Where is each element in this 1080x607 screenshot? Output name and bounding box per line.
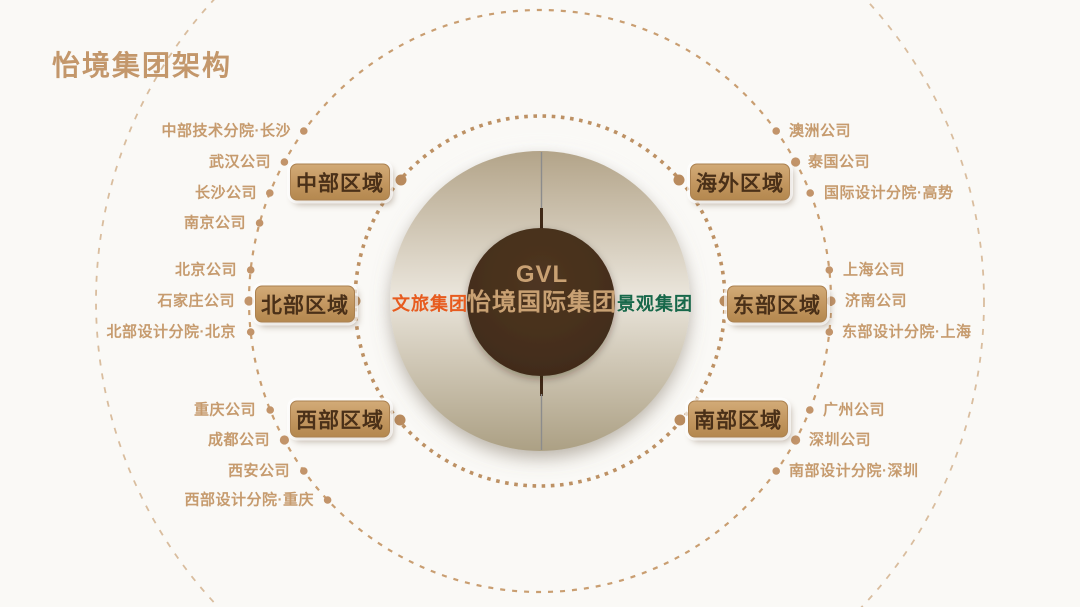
region-box-west: 西部区域 — [290, 400, 390, 438]
company-label: 武汉公司 — [208, 153, 271, 171]
company-dot — [791, 435, 801, 445]
region-node-dot — [395, 174, 407, 186]
region-node-dot — [394, 414, 406, 426]
core-group-code: GVL — [515, 261, 569, 288]
company-dot — [246, 328, 255, 336]
region-node-dot — [674, 414, 686, 426]
company-label: 澳洲公司 — [789, 122, 852, 140]
company-dot — [806, 189, 814, 197]
core-group-title: GVL 怡境国际集团 — [442, 261, 642, 317]
region-box-central: 中部区域 — [290, 163, 390, 201]
company-dots — [244, 127, 836, 504]
company-label: 济南公司 — [845, 292, 908, 310]
company-label: 广州公司 — [823, 401, 886, 419]
company-dot — [791, 157, 801, 167]
company-label: 深圳公司 — [809, 431, 872, 449]
company-label: 泰国公司 — [808, 153, 871, 171]
company-label: 石家庄公司 — [157, 292, 235, 310]
company-label: 长沙公司 — [194, 184, 257, 202]
core-group-name: 怡境国际集团 — [467, 289, 617, 316]
wing-label-tourism: 文旅集团 — [392, 294, 468, 314]
company-label: 中部技术分院·长沙 — [161, 122, 291, 140]
company-dot — [300, 467, 308, 475]
company-dot — [825, 328, 834, 336]
core-circle — [467, 228, 615, 376]
company-label: 西安公司 — [227, 462, 290, 480]
company-dot — [246, 266, 255, 274]
company-dot — [772, 467, 780, 475]
page-title: 怡境集团架构 — [52, 50, 233, 81]
company-dot — [279, 435, 289, 445]
company-label: 北京公司 — [174, 261, 237, 279]
company-dot — [266, 406, 275, 414]
company-dot — [825, 266, 834, 274]
region-box-north: 北部区域 — [255, 285, 355, 323]
company-dot — [266, 189, 274, 197]
company-label: 重庆公司 — [193, 401, 256, 419]
company-label: 西部设计分院·重庆 — [184, 491, 314, 509]
company-dot — [806, 406, 814, 414]
company-dot — [323, 496, 332, 504]
wing-label-landscape: 景观集团 — [617, 294, 693, 314]
company-dot — [826, 296, 836, 306]
region-box-south: 南部区域 — [688, 400, 788, 438]
region-box-east: 东部区域 — [727, 285, 827, 323]
company-label: 东部设计分院·上海 — [842, 323, 972, 341]
company-label: 国际设计分院·高势 — [824, 184, 954, 202]
region-node-dot — [673, 174, 685, 186]
region-box-overseas: 海外区域 — [690, 163, 790, 201]
company-dot — [280, 158, 289, 166]
outer-dashed-ring — [95, 0, 985, 607]
company-label: 北部设计分院·北京 — [106, 323, 236, 341]
company-dot — [244, 296, 254, 306]
company-label: 成都公司 — [207, 431, 270, 449]
company-dot — [300, 127, 308, 135]
company-dot — [255, 219, 264, 227]
company-label: 南京公司 — [183, 214, 246, 232]
company-label: 上海公司 — [843, 261, 906, 279]
company-label: 南部设计分院·深圳 — [789, 462, 919, 480]
company-dot — [772, 127, 780, 135]
